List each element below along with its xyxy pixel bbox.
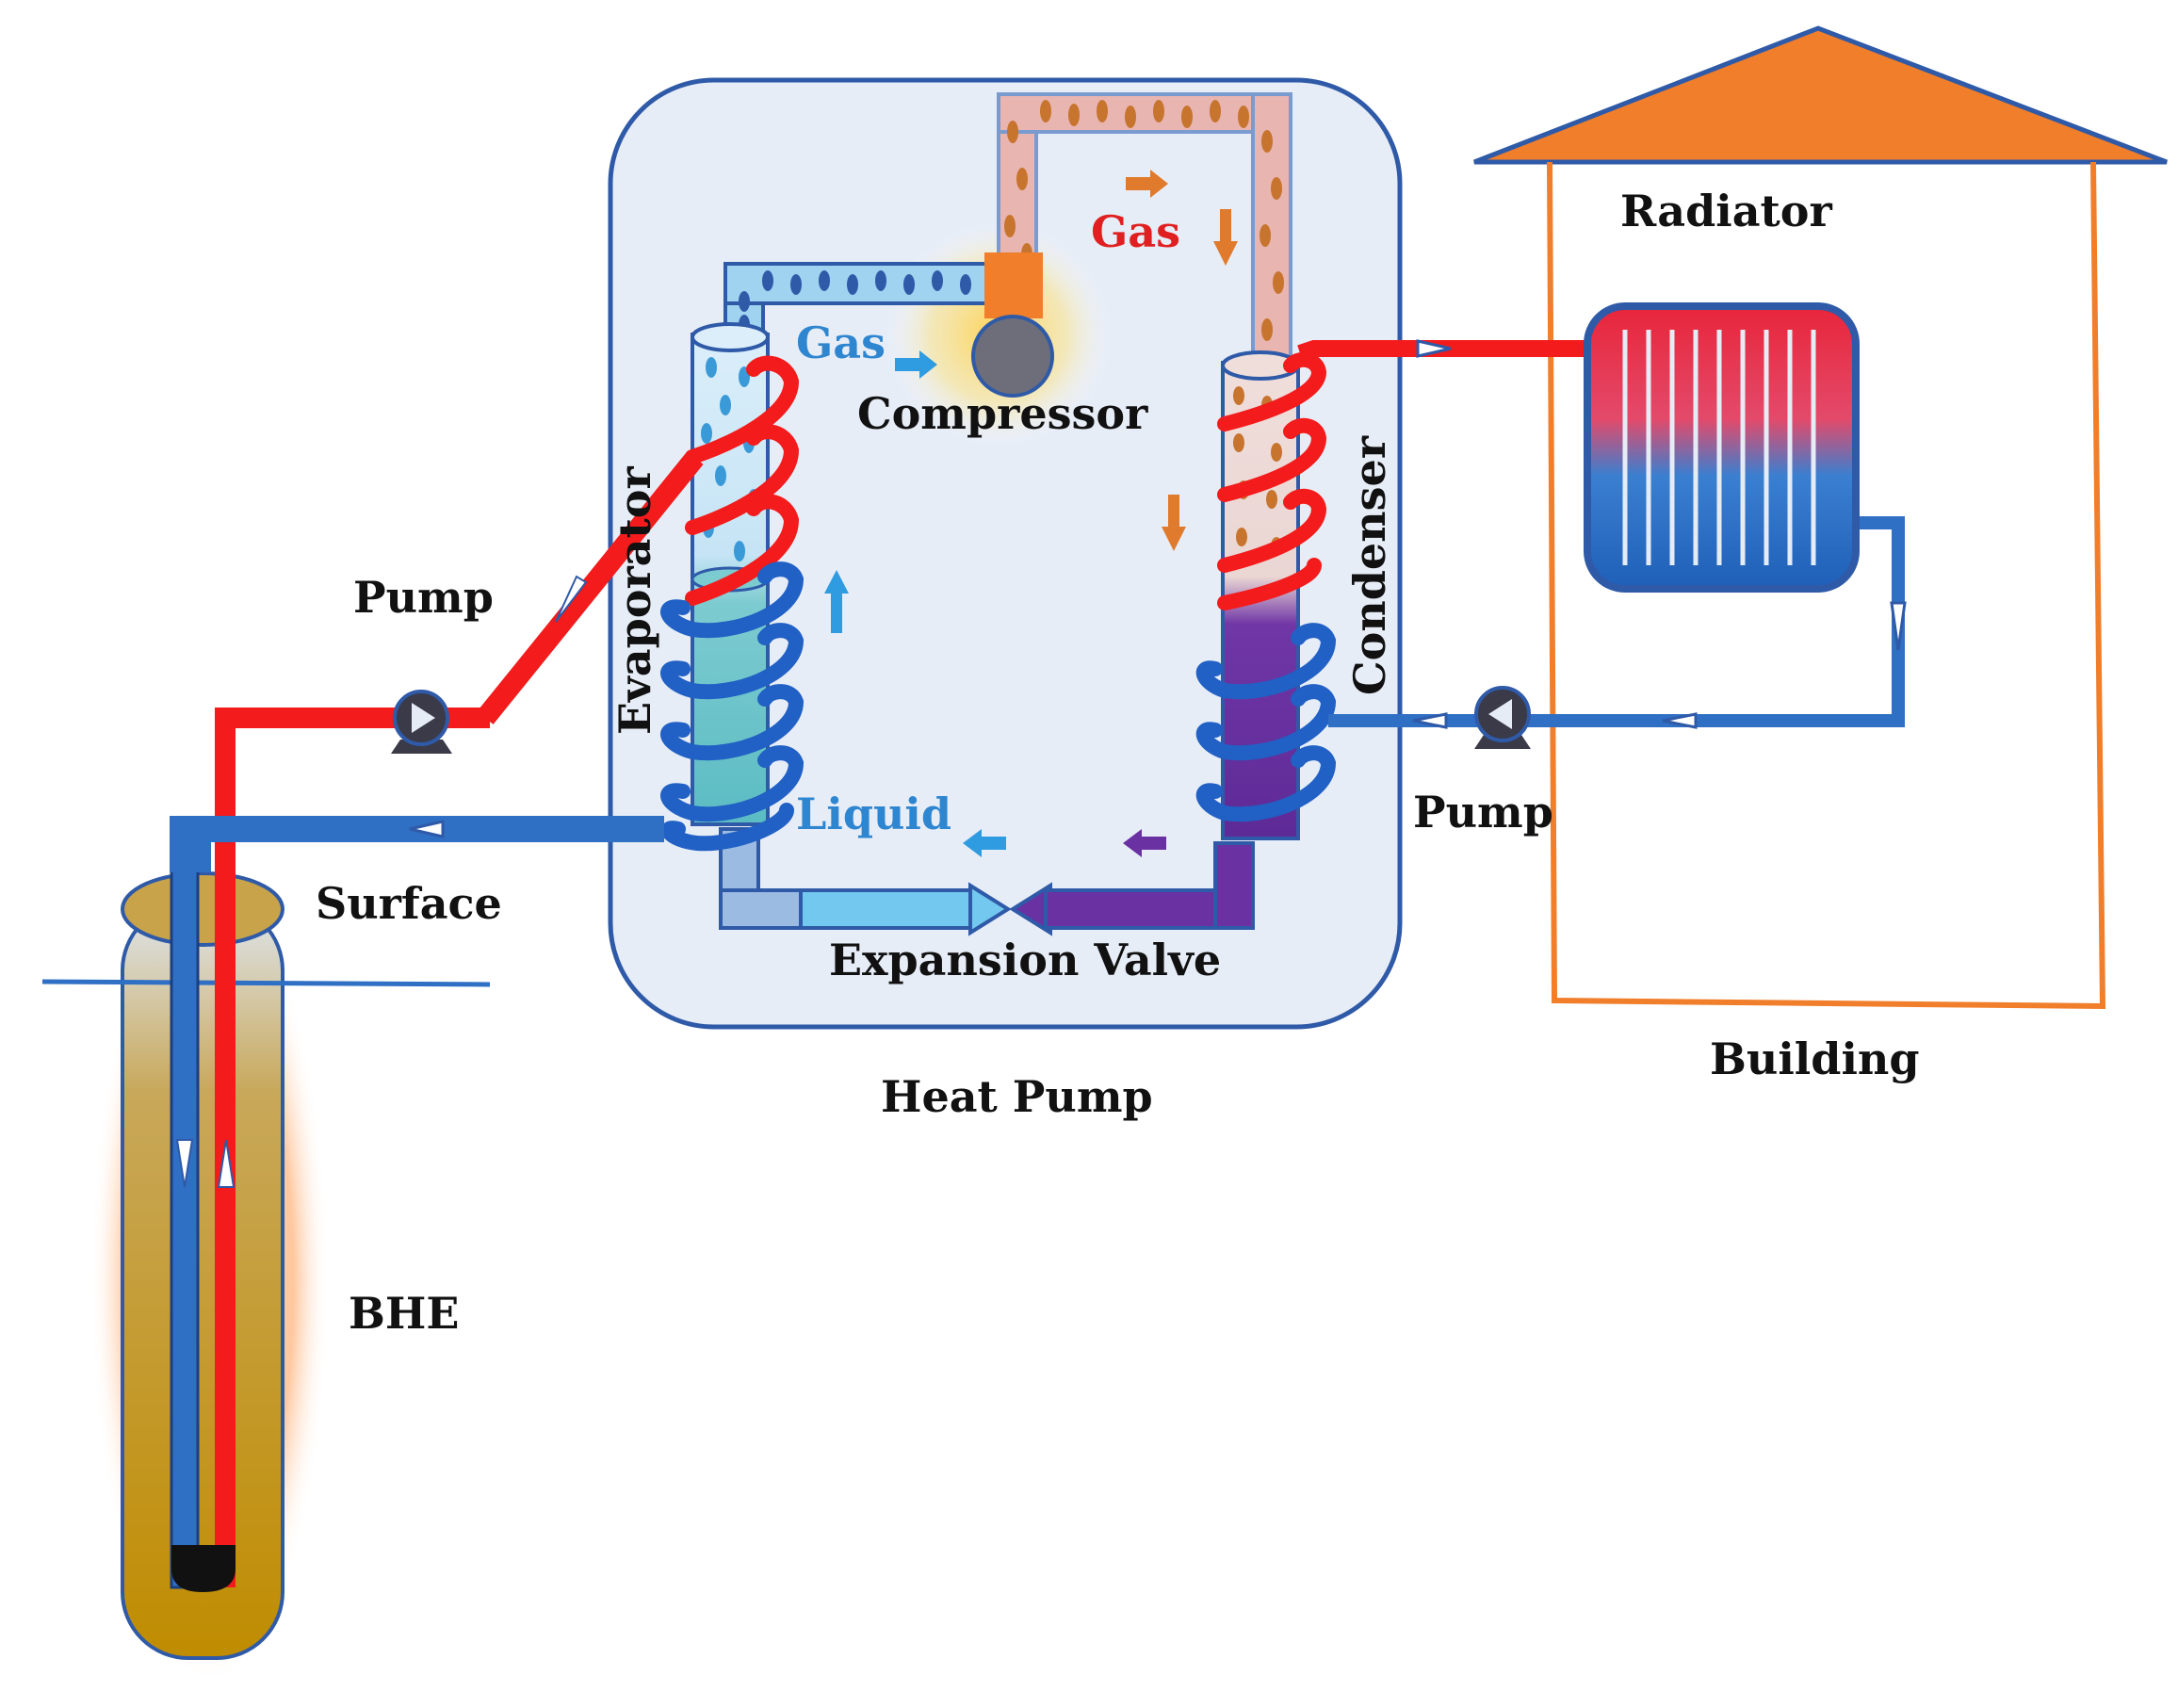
condenser-unit bbox=[1195, 350, 1337, 840]
radiator-label: Radiator bbox=[1620, 186, 1832, 236]
condenser-label: Condenser bbox=[1344, 435, 1395, 695]
ground-surface-line bbox=[41, 979, 491, 987]
pump-left-label: Pump bbox=[353, 572, 494, 623]
radiator bbox=[1584, 302, 1860, 593]
arrow-right-blue bbox=[895, 350, 937, 379]
labels: Radiator Gas Gas Compressor Evaporator C… bbox=[316, 186, 1920, 1339]
arrow-right-orange bbox=[1126, 170, 1168, 198]
heat-pump-label: Heat Pump bbox=[881, 1071, 1153, 1122]
pump-right bbox=[1474, 686, 1531, 749]
expansion-valve-body bbox=[968, 882, 1012, 936]
refrigerant-flow-arrows bbox=[824, 170, 1238, 857]
liquid-label: Liquid bbox=[796, 789, 951, 839]
hot-gas-pipe bbox=[997, 92, 1292, 374]
arrow-down-orange-2 bbox=[1162, 495, 1186, 551]
arrow-left-blue bbox=[963, 829, 1006, 857]
borehole-heat-exchanger bbox=[41, 716, 491, 1686]
arrow-up-blue bbox=[824, 570, 849, 633]
building-walls bbox=[1547, 161, 2106, 1010]
surface-label: Surface bbox=[316, 878, 502, 929]
arrow-down-orange bbox=[1213, 209, 1238, 266]
compressor-label: Compressor bbox=[857, 388, 1148, 439]
evaporator-unit bbox=[660, 322, 805, 852]
bhe-label: BHE bbox=[349, 1288, 459, 1339]
liquid-line bbox=[719, 827, 1255, 936]
building-outline bbox=[1473, 25, 2168, 1010]
pump-left bbox=[391, 690, 452, 754]
building-label: Building bbox=[1710, 1033, 1920, 1084]
compressor-body bbox=[971, 315, 1054, 398]
gas-label-condenser: Gas bbox=[1091, 206, 1180, 257]
evaporator-label: Evaporator bbox=[610, 466, 660, 735]
compressor bbox=[971, 252, 1054, 398]
pump-right-label: Pump bbox=[1413, 787, 1553, 838]
arrow-left-purple bbox=[1123, 829, 1166, 857]
gas-label-evaporator: Gas bbox=[796, 317, 886, 368]
expansion-valve-label: Expansion Valve bbox=[829, 935, 1221, 985]
radiator-circuit bbox=[1297, 339, 1907, 729]
compressor-outlet bbox=[984, 252, 1043, 318]
building-roof bbox=[1473, 25, 2168, 165]
